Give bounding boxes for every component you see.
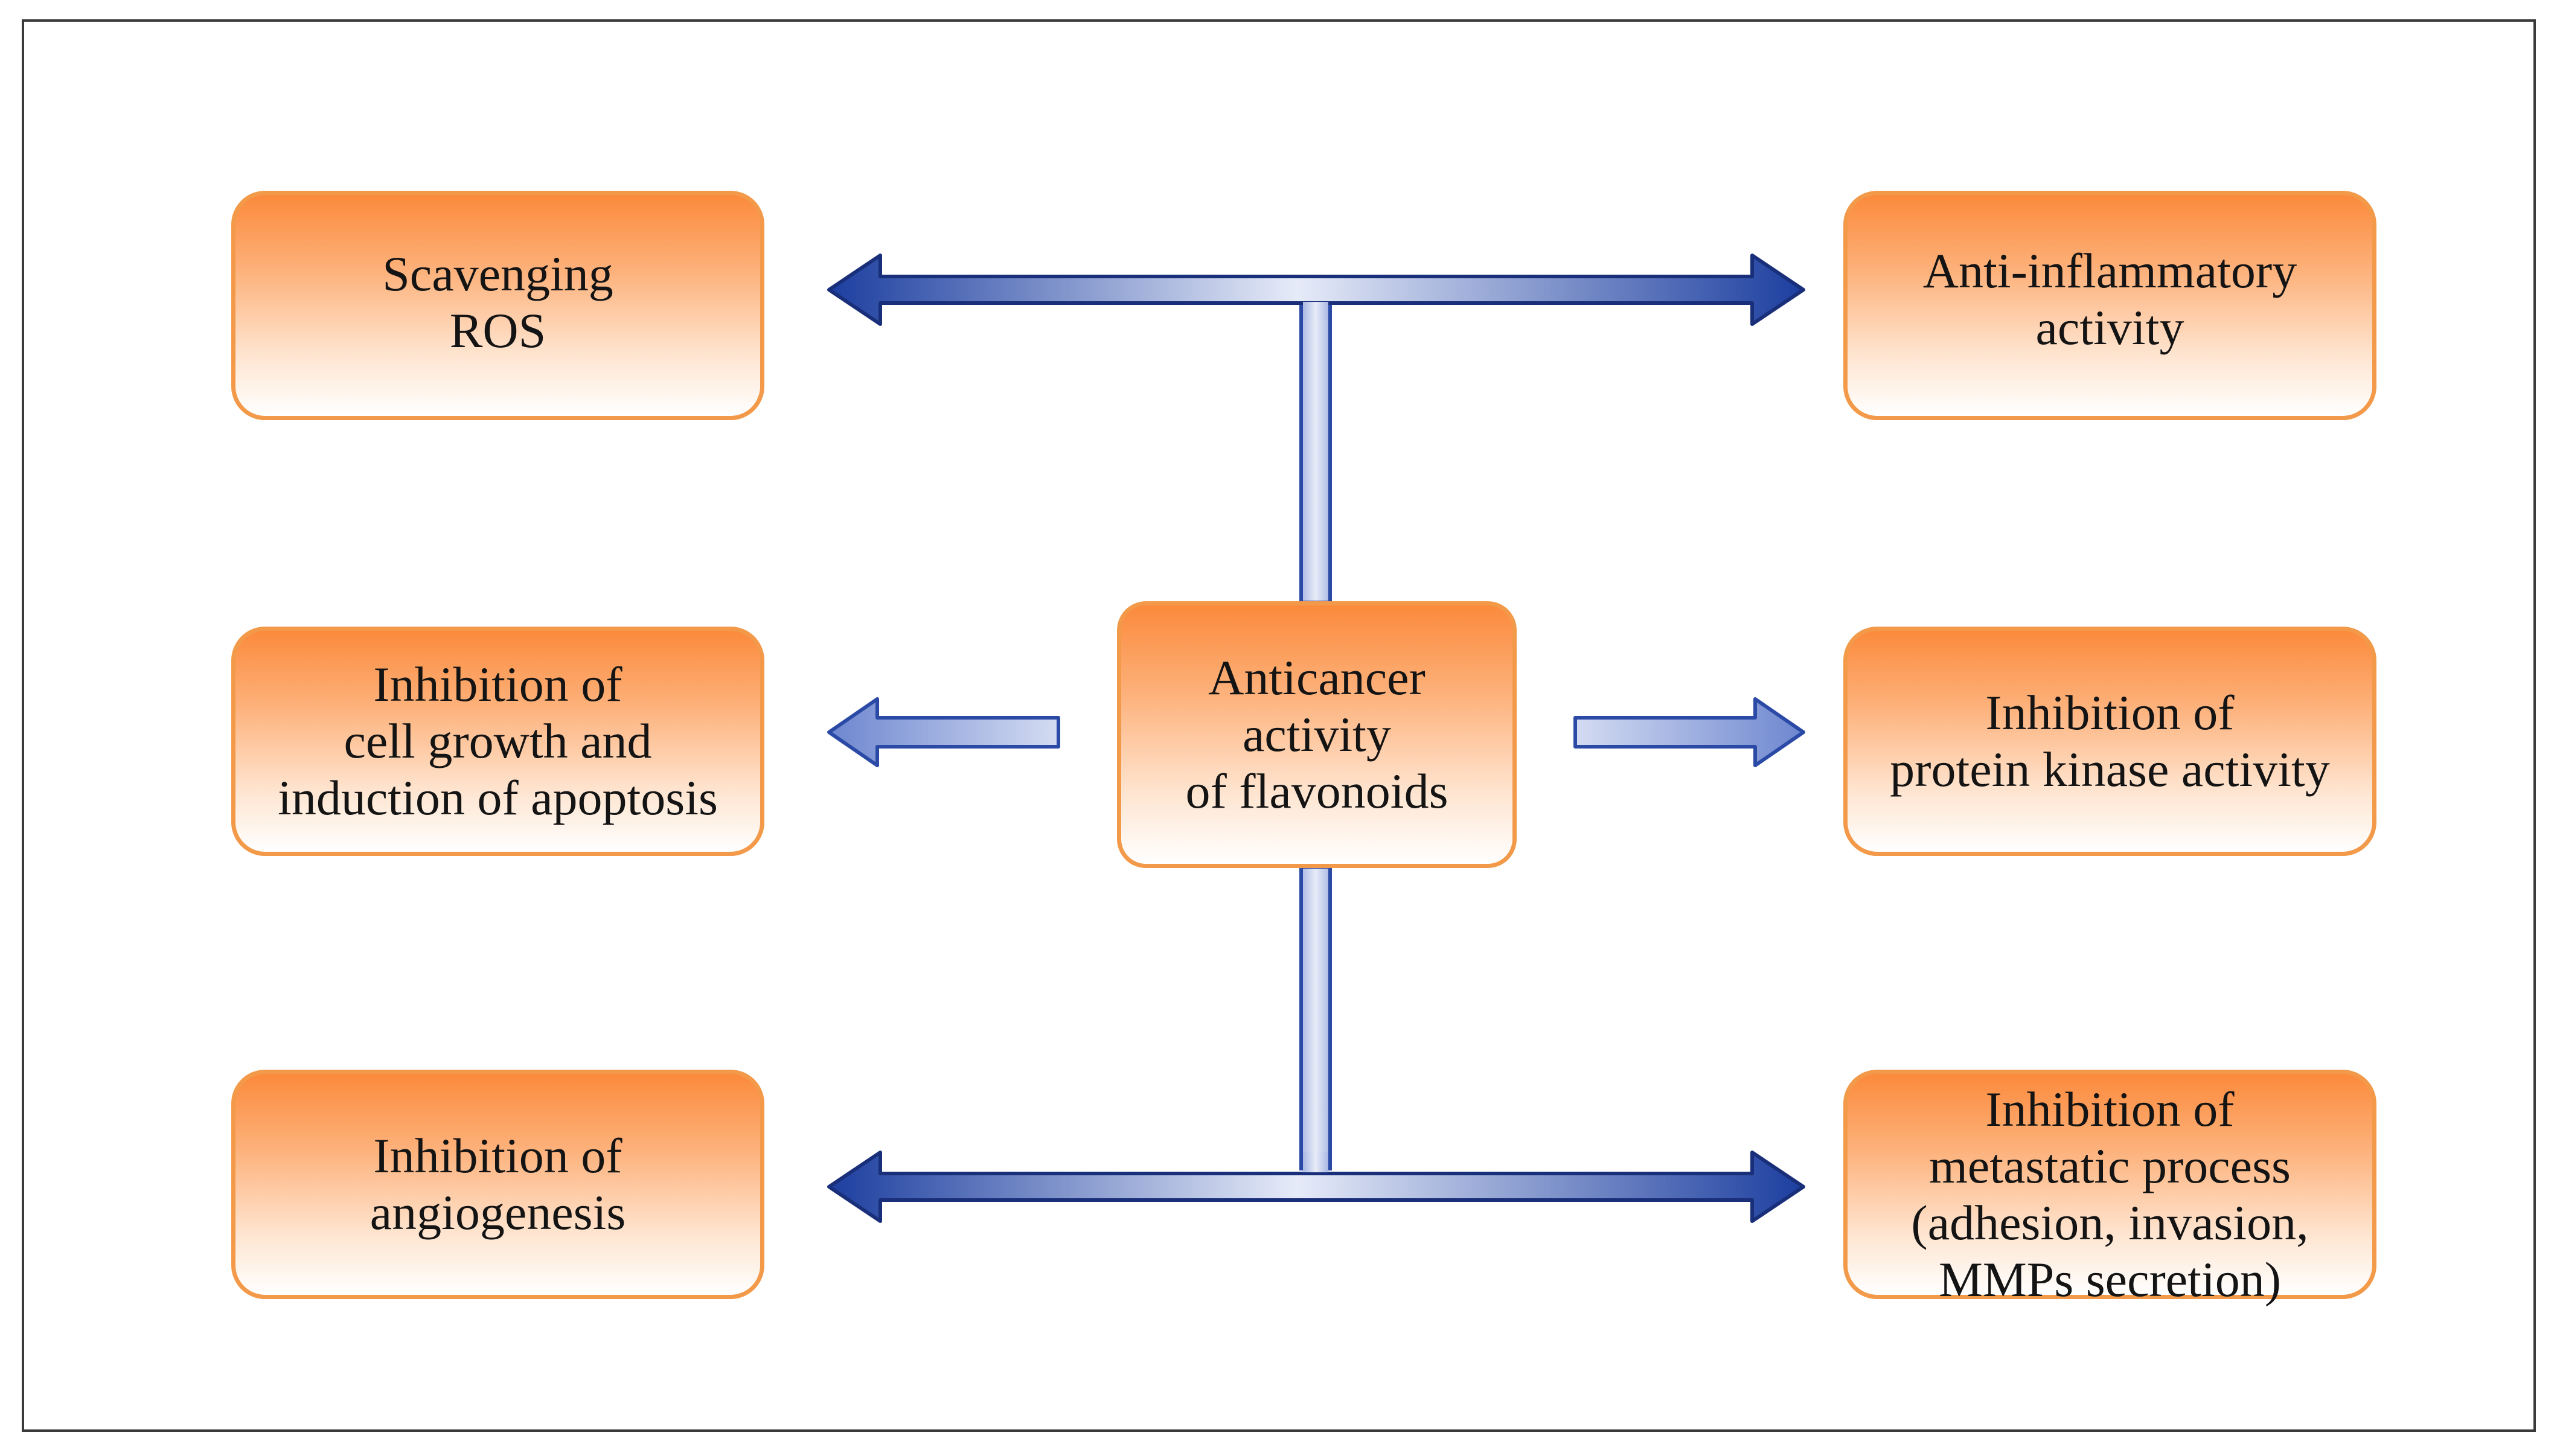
middle-left-arrow bbox=[827, 697, 1060, 767]
effect-line: Inhibition of bbox=[373, 1128, 622, 1183]
effect-box-metastatic: Inhibition of metastatic process (adhesi… bbox=[1843, 1070, 2376, 1307]
center-line: activity bbox=[1243, 707, 1391, 762]
stem-lower bbox=[1299, 865, 1332, 1170]
effect-line: angiogenesis bbox=[370, 1185, 626, 1240]
middle-right-arrow bbox=[1573, 697, 1805, 767]
effect-line: MMPs secretion) bbox=[1938, 1252, 2282, 1307]
stem-joint-top bbox=[1303, 302, 1328, 320]
effect-line: (adhesion, invasion, bbox=[1911, 1195, 2309, 1250]
effect-line: activity bbox=[2035, 300, 2184, 355]
bottom-double-arrow bbox=[827, 1151, 1805, 1223]
effect-box-protein-kinase: Inhibition of protein kinase activity bbox=[1843, 627, 2376, 856]
center-line: Anticancer bbox=[1208, 650, 1426, 705]
center-box-anticancer: Anticancer activity of flavonoids bbox=[1117, 601, 1517, 868]
stem-upper bbox=[1299, 294, 1332, 604]
center-line: of flavonoids bbox=[1185, 764, 1448, 819]
effect-box-scavenging-ros: Scavenging ROS bbox=[231, 191, 764, 420]
effect-line: Scavenging bbox=[382, 246, 613, 301]
effect-line: ROS bbox=[449, 303, 546, 358]
effect-line: induction of apoptosis bbox=[278, 770, 718, 825]
effect-line: cell growth and bbox=[344, 714, 652, 768]
figure-frame bbox=[22, 19, 2536, 1432]
effect-line: protein kinase activity bbox=[1890, 742, 2330, 797]
effect-line: Inhibition of bbox=[373, 657, 622, 712]
effect-line: Anti-inflammatory bbox=[1922, 243, 2297, 298]
effect-line: Inhibition of bbox=[1985, 1082, 2235, 1137]
effect-box-cell-growth: Inhibition of cell growth and induction … bbox=[231, 627, 764, 856]
effect-box-anti-inflammatory: Anti-inflammatory activity bbox=[1843, 191, 2376, 420]
top-double-arrow bbox=[827, 254, 1805, 326]
stem-joint-bottom bbox=[1303, 1152, 1328, 1172]
effect-line: Inhibition of bbox=[1985, 685, 2235, 740]
effect-box-angiogenesis: Inhibition of angiogenesis bbox=[231, 1070, 764, 1299]
effect-line: metastatic process bbox=[1929, 1138, 2291, 1193]
